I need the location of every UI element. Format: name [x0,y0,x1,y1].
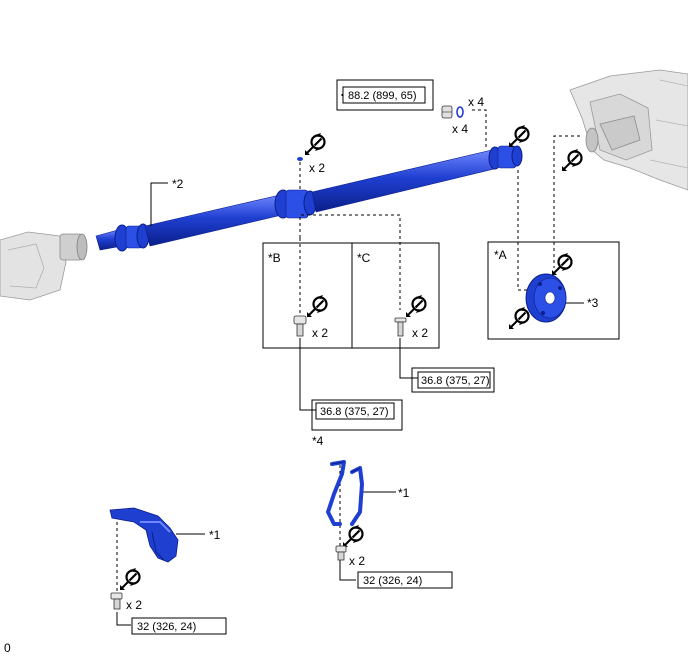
torque-frame-inner-b [315,402,395,420]
flexible-coupling-icon [525,273,567,323]
qty-washer: x 4 [468,95,484,109]
detail-view-c-frame [351,242,440,349]
callout-part1-left: *1 [209,528,221,542]
qty-bolt-b: x 2 [312,326,328,340]
torque-icon-damper-side [507,305,530,331]
torque-bracket-left: 32 (326, 24) [137,621,196,633]
torque-frame-inner-c [417,371,491,389]
callout-part3: *3 [587,296,599,310]
torque-icon-bolt-c [404,293,427,319]
qty-center-bearing: x 2 [309,161,325,175]
torque-bolt-b: 36.8 (375, 27) [320,406,389,418]
torque-icon-bracket-center [341,523,364,549]
qty-bracket-center: x 2 [349,554,365,568]
torque-nut-flange: 88.2 (899, 65) [348,90,417,102]
bolt-bracket-center-icon [335,545,347,561]
solid-leaders [116,94,584,626]
torque-frame-outer-c [411,367,495,393]
bracket-center-highlight [331,461,361,473]
bolt-b-icon [293,315,307,337]
torque-icon-bracket-left [118,566,141,592]
torque-icon-center-bearing [303,131,326,157]
callout-part2: *2 [172,177,184,191]
bracket-center-icon [326,460,364,526]
propeller-shaft [95,145,523,252]
torque-icon-bolt-b [305,293,328,319]
detail-view-a-label: *A [494,248,507,262]
torque-bracket-center: 32 (326, 24) [363,575,422,587]
torque-icon-damper-top [550,251,573,277]
torque-frame-left-bracket [131,617,227,635]
center-bearing-bolt [297,157,303,161]
qty-nut: x 4 [452,122,468,136]
differential-housing [569,69,688,191]
torque-icon-diff [560,147,583,173]
illustration-id: 0 [4,641,11,655]
washer-icon [456,106,464,118]
detail-view-c-label: *C [357,251,371,265]
transmission-housing [0,231,88,301]
callout-part1-center: *1 [398,486,410,500]
bolt-c-icon [394,317,407,337]
flange-nut-icon [441,105,453,119]
torque-frame-inner-top [342,86,426,104]
torque-frame-outer-top [336,79,434,111]
detail-view-b-label: *B [268,251,281,265]
bracket-left-icon [109,507,179,563]
qty-bracket-left: x 2 [126,598,142,612]
qty-bolt-c: x 2 [412,326,428,340]
torque-bolt-c: 36.8 (375, 27) [421,375,490,387]
torque-icon-rear-flange [507,123,530,149]
callout-part4: *4 [312,434,324,448]
detail-view-a-frame [487,241,620,340]
bolt-bracket-left-icon [110,592,123,610]
torque-frame-outer-b [311,399,403,431]
torque-frame-center-bracket [357,571,453,589]
